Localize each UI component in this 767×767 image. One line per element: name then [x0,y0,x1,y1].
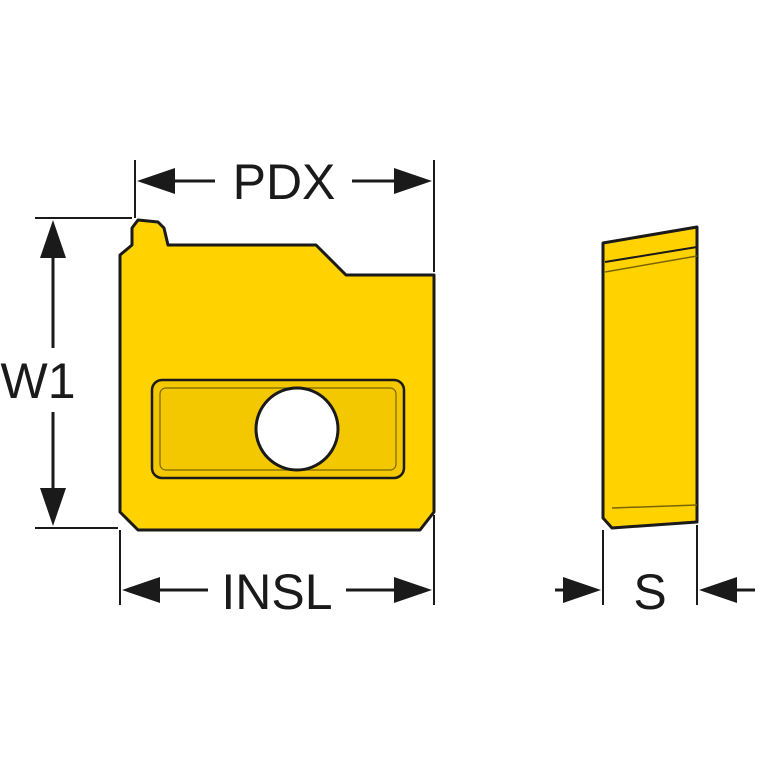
s-dimension: S [555,525,755,620]
w1-arrow-top [40,220,66,258]
pdx-label: PDX [233,154,336,210]
s-arrow-right [699,577,737,603]
insl-dimension: INSL [119,515,435,620]
insert-pocket-inner [159,387,397,471]
insert-side-view [601,225,699,530]
side-rake-line-2 [604,255,698,273]
insert-front-view [118,218,436,532]
w1-label: W1 [1,353,76,409]
insert-body [118,218,436,532]
pdx-dimension: PDX [134,154,435,272]
side-rake-line [604,246,698,263]
pdx-arrow-right [394,168,432,194]
w1-dimension: W1 [1,217,132,529]
insert-side-body [601,225,699,530]
insl-arrow-left [122,577,160,603]
insl-label: INSL [221,564,332,620]
insl-arrow-right [394,577,432,603]
s-label: S [633,564,666,620]
side-bottom-line [611,504,698,509]
s-arrow-left [563,577,601,603]
w1-arrow-bottom [40,488,66,526]
mounting-hole [254,386,340,472]
pdx-arrow-left [137,168,175,194]
